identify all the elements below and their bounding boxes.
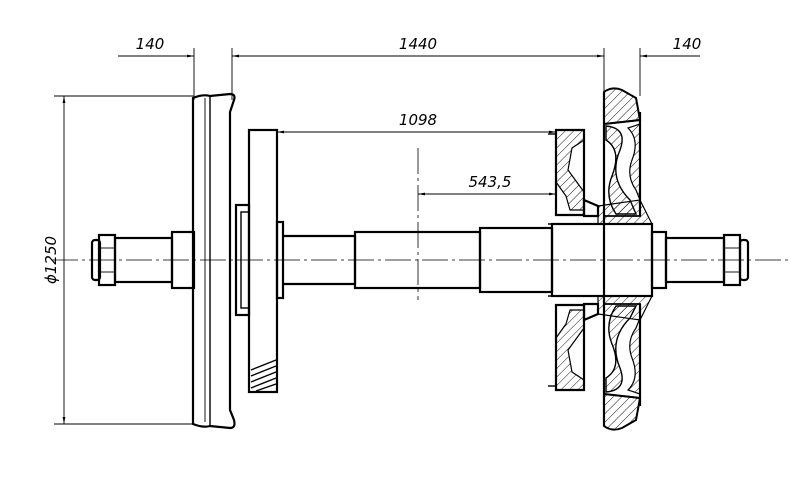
dim-left-offset: 140: [136, 35, 165, 53]
dim-wheel-to-disc: 1098: [399, 111, 437, 129]
axle: [90, 222, 750, 298]
dimension-lines: [54, 48, 700, 425]
left-wheel: [191, 92, 236, 430]
left-brake-disc: [234, 128, 285, 394]
dim-gauge: 1440: [399, 35, 437, 53]
dim-center-to-disc: 543,5: [469, 173, 512, 191]
dim-wheel-diameter: ϕ1250: [42, 236, 60, 284]
dim-right-offset: 140: [673, 35, 702, 53]
right-wheel: [597, 87, 653, 431]
axis-centerline: [52, 148, 790, 300]
